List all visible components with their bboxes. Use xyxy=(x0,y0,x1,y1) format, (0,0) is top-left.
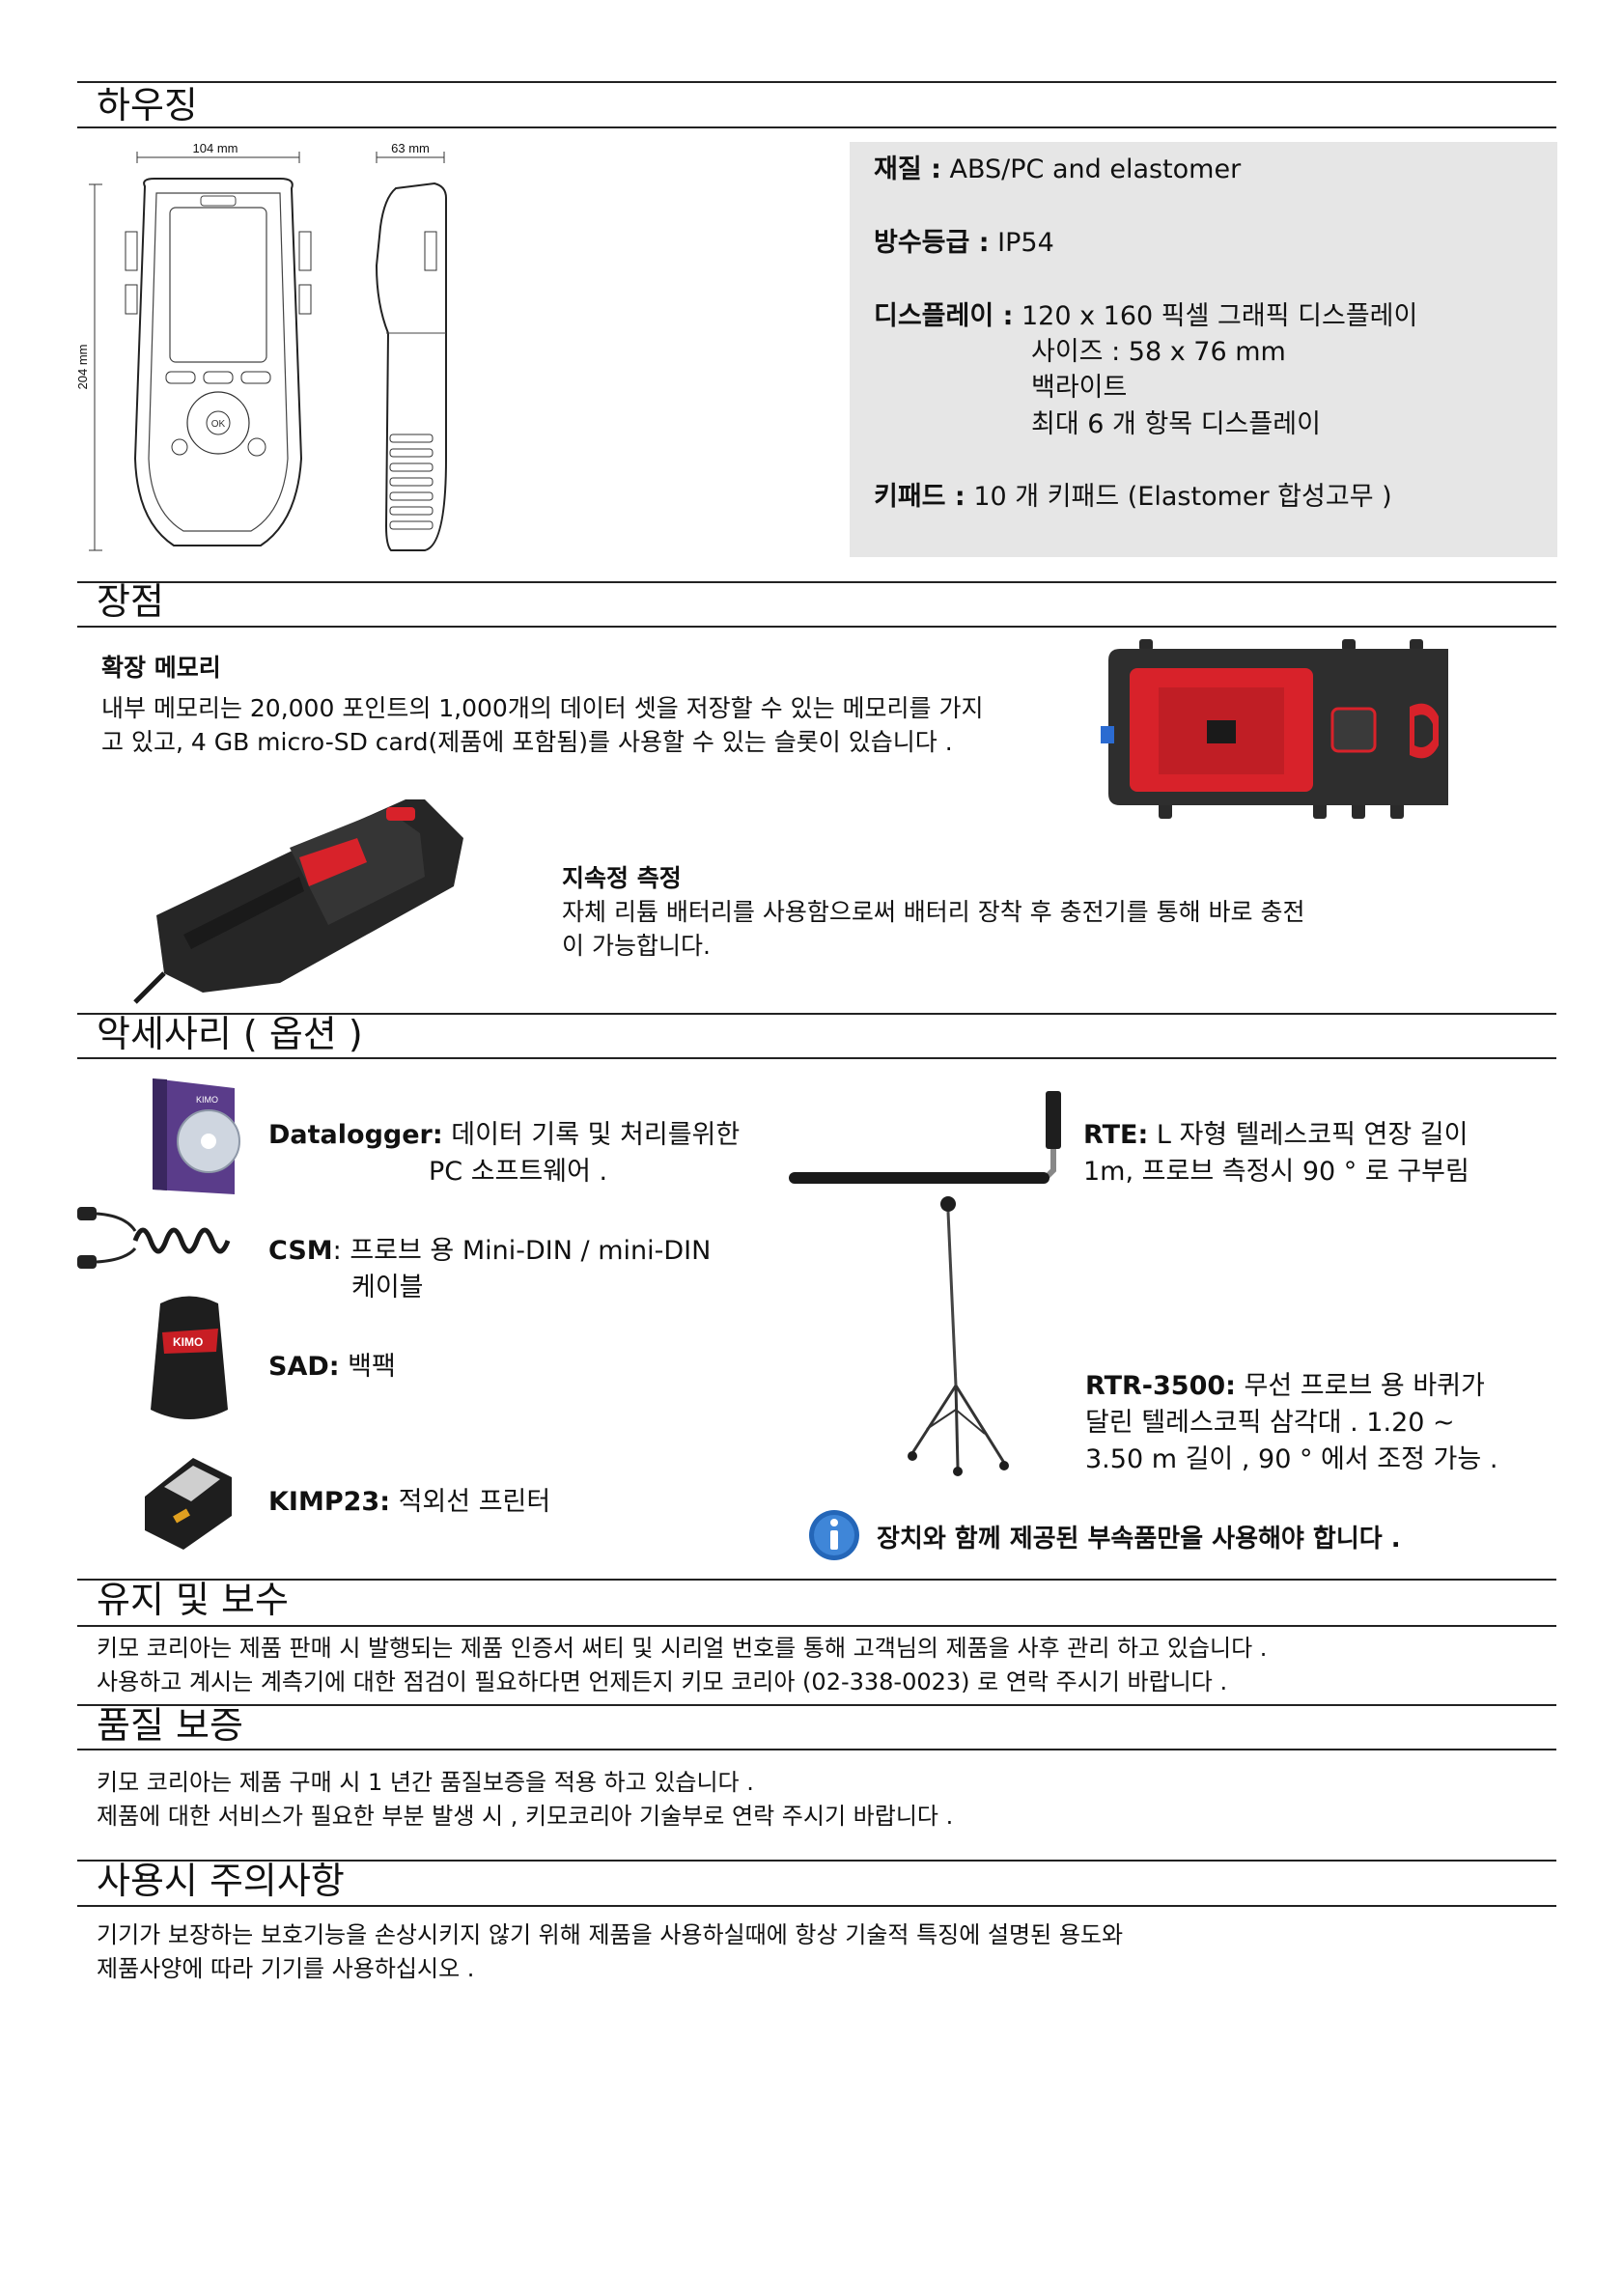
datalogger-software-image: KIMO xyxy=(153,1078,240,1194)
info-icon xyxy=(809,1510,859,1560)
feature-continuous-line1: 자체 리튬 배터리를 사용함으로써 배터리 장착 후 충전기를 통해 바로 충전 xyxy=(562,898,1305,926)
device-front-drawing: 104 mm 204 mm OK xyxy=(75,141,312,551)
backpack-brand-text: KIMO xyxy=(173,1335,203,1349)
ok-key-label: OK xyxy=(211,419,226,430)
warranty-line2: 제품에 대한 서비스가 필요한 부분 발생 시 , 키모코리아 기술부로 연락 … xyxy=(97,1803,954,1830)
sad-backpack-image: KIMO xyxy=(151,1296,228,1419)
warranty-line1: 키모 코리아는 제품 구매 시 1 년간 품질보증을 적용 하고 있습니다 . xyxy=(97,1769,754,1796)
feature-memory-title: 확장 메모리 xyxy=(101,654,221,682)
rule xyxy=(77,1860,1556,1862)
spec-keypad: 키패드 : 10 개 키패드 (Elastomer 합성고무 ) xyxy=(874,482,1392,512)
spec-display-backlight: 백라이트 xyxy=(1031,373,1128,403)
accessory-rtr3500-desc2: 달린 텔레스코픽 삼각대 . 1.20 ~ xyxy=(1085,1408,1455,1438)
accessory-rte: RTE: L 자형 텔레스코픽 연장 길이 xyxy=(1083,1120,1469,1150)
accessory-rte-desc2: 1m, 프로브 측정시 90 ° 로 구부림 xyxy=(1083,1157,1469,1187)
spec-display: 디스플레이 : 120 x 160 픽셀 그래픽 디스플레이 xyxy=(874,301,1418,331)
accessories-notice: 장치와 함께 제공된 부속품만을 사용해야 합니다 . xyxy=(877,1525,1401,1554)
maintenance-line1: 키모 코리아는 제품 판매 시 발행되는 제품 인증서 써티 및 시리얼 번호를… xyxy=(97,1635,1268,1662)
rule xyxy=(77,1057,1556,1059)
width-dimension-label: 104 mm xyxy=(193,141,238,155)
accessory-sad: SAD: 백팩 xyxy=(268,1352,396,1382)
rule xyxy=(77,1749,1556,1750)
height-dimension-label: 204 mm xyxy=(75,345,90,390)
spec-display-lines: 최대 6 개 항목 디스플레이 xyxy=(1031,409,1321,439)
precautions-line1: 기기가 보장하는 보호기능을 손상시키지 않기 위해 제품을 사용하실때에 항상… xyxy=(97,1921,1124,1948)
device-back-photo xyxy=(1101,639,1448,819)
spec-material: 재질 : ABS/PC and elastomer xyxy=(874,154,1242,184)
rule xyxy=(77,581,1556,583)
kimp23-printer-image xyxy=(145,1458,232,1550)
rule xyxy=(77,1625,1556,1627)
cd-brand-text: KIMO xyxy=(196,1095,218,1105)
precautions-line2: 제품사양에 따라 기기를 사용하십시오 . xyxy=(97,1955,475,1982)
accessory-rtr3500-desc3: 3.50 m 길이 , 90 ° 에서 조정 가능 . xyxy=(1085,1444,1498,1474)
accessory-datalogger-desc2: PC 소프트웨어 . xyxy=(429,1157,608,1187)
rte-telescopic-image xyxy=(789,1091,1061,1184)
rule xyxy=(77,126,1556,128)
accessory-rtr3500: RTR-3500: 무선 프로브 용 바퀴가 xyxy=(1085,1371,1485,1401)
section-title-accessories: 악세사리 ( 옵션 ) xyxy=(97,1013,363,1055)
section-title-housing: 하우징 xyxy=(97,84,198,126)
rtr3500-tripod-image xyxy=(908,1196,1009,1476)
spec-panel: 재질 : ABS/PC and elastomer 방수등급 : IP54 디스… xyxy=(850,142,1557,557)
device-charging-photo xyxy=(133,799,463,1004)
feature-memory-line2: 고 있고, 4 GB micro-SD card(제품에 포함됨)를 사용할 수… xyxy=(101,728,953,756)
section-title-features: 장점 xyxy=(97,580,164,623)
section-title-precautions: 사용시 주의사항 xyxy=(97,1860,345,1902)
rule-top xyxy=(77,81,1556,83)
accessory-datalogger: Datalogger: 데이터 기록 및 처리를위한 xyxy=(268,1120,741,1150)
accessory-kimp23: KIMP23: 적외선 프린터 xyxy=(268,1487,551,1517)
spec-waterproof: 방수등급 : IP54 xyxy=(874,228,1054,258)
feature-continuous-line2: 이 가능합니다. xyxy=(562,932,711,960)
device-side-drawing: 63 mm xyxy=(375,141,447,551)
section-title-warranty: 품질 보증 xyxy=(97,1704,243,1747)
rule xyxy=(77,1905,1556,1907)
feature-memory-line1: 내부 메모리는 20,000 포인트의 1,000개의 데이터 셋을 저장할 수… xyxy=(101,694,984,722)
accessory-csm-desc2: 케이블 xyxy=(351,1273,424,1302)
feature-continuous-title: 지속정 측정 xyxy=(562,864,682,892)
accessory-csm: CSM: 프로브 용 Mini-DIN / mini-DIN xyxy=(268,1236,712,1266)
rule xyxy=(77,1013,1556,1015)
csm-cable-image xyxy=(77,1207,231,1269)
maintenance-line2: 사용하고 계시는 계측기에 대한 점검이 필요하다면 언제든지 키모 코리아 (… xyxy=(97,1668,1228,1695)
rule xyxy=(77,626,1556,628)
rule xyxy=(77,1579,1556,1581)
rule xyxy=(77,1704,1556,1706)
depth-dimension-label: 63 mm xyxy=(391,141,430,155)
spec-display-size: 사이즈 : 58 x 76 mm xyxy=(1031,337,1286,367)
section-title-maintenance: 유지 및 보수 xyxy=(97,1579,289,1621)
